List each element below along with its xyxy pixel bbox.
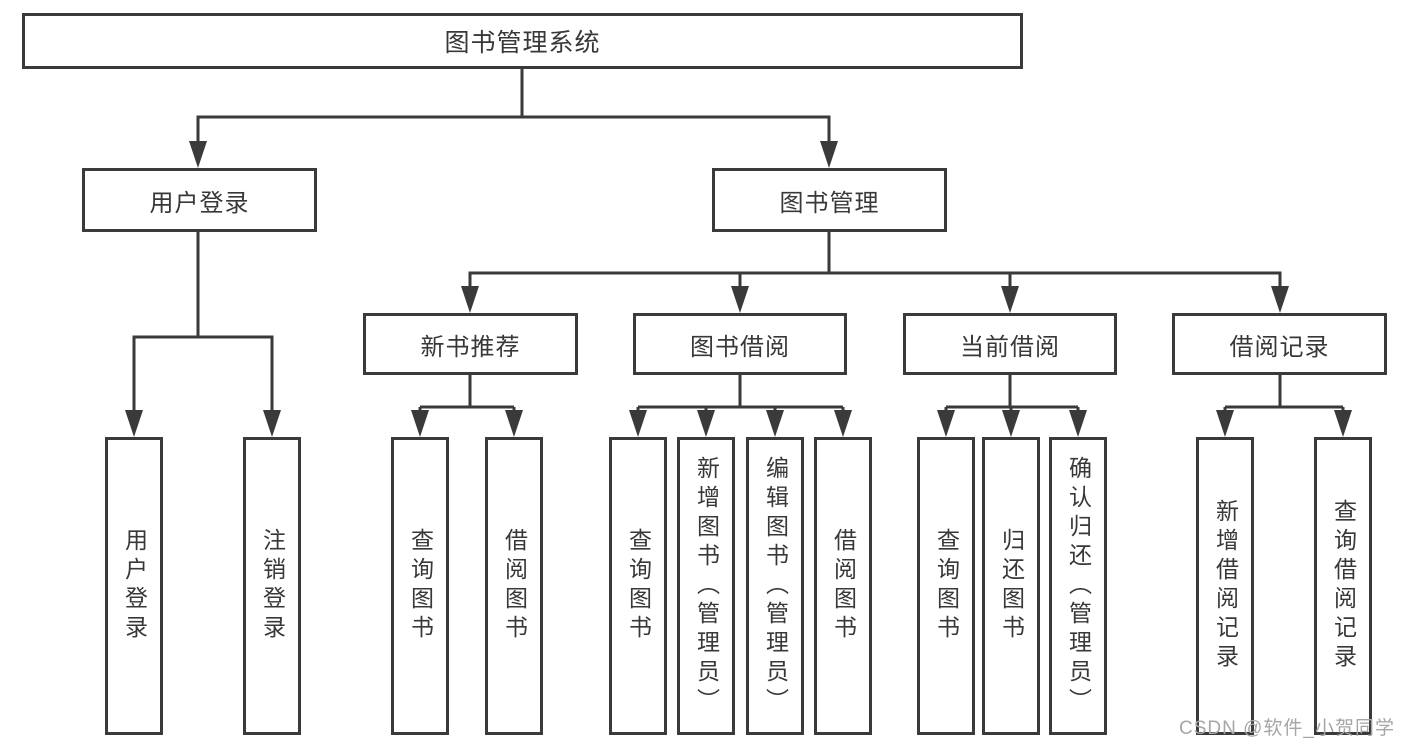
leaf-user-login: 用户登录 bbox=[105, 437, 163, 735]
node-library-system: 图书管理系统 bbox=[22, 13, 1023, 69]
leaf-borrow-borrow-books: 借阅图书 bbox=[814, 437, 872, 735]
node-book-borrow: 图书借阅 bbox=[633, 313, 847, 375]
csdn-watermark: CSDN @软件_小贺同学 bbox=[1179, 718, 1395, 739]
node-book-management: 图书管理 bbox=[712, 168, 947, 232]
edge-root-to-level2 bbox=[196, 67, 831, 150]
node-user-login: 用户登录 bbox=[82, 168, 317, 232]
edge-leaf-shafts bbox=[418, 407, 1345, 415]
leaf-current-query-books: 查询图书 bbox=[917, 437, 975, 735]
node-borrow-records: 借阅记录 bbox=[1172, 313, 1387, 375]
leaf-current-return-books: 归还图书 bbox=[982, 437, 1040, 735]
leaf-borrow-edit-books: 编辑图书（管理员） bbox=[746, 437, 804, 735]
node-current-borrow: 当前借阅 bbox=[903, 313, 1117, 375]
leaf-recommend-borrow-books: 借阅图书 bbox=[485, 437, 543, 735]
edge-bookmgmt-to-level3 bbox=[468, 230, 1282, 292]
leaf-borrow-query-books: 查询图书 bbox=[609, 437, 667, 735]
leaf-borrow-add-books: 新增图书（管理员） bbox=[677, 437, 735, 735]
edge-module-stems bbox=[468, 373, 1282, 407]
leaf-records-add-record: 新增借阅记录 bbox=[1196, 437, 1254, 735]
leaf-recommend-query-books: 查询图书 bbox=[391, 437, 449, 735]
node-new-book-recommend: 新书推荐 bbox=[363, 313, 578, 375]
leaf-logout: 注销登录 bbox=[243, 437, 301, 735]
edge-userlogin-to-leaves bbox=[132, 230, 274, 415]
leaf-records-query-record: 查询借阅记录 bbox=[1314, 437, 1372, 735]
leaf-current-confirm-return: 确认归还（管理员） bbox=[1049, 437, 1107, 735]
